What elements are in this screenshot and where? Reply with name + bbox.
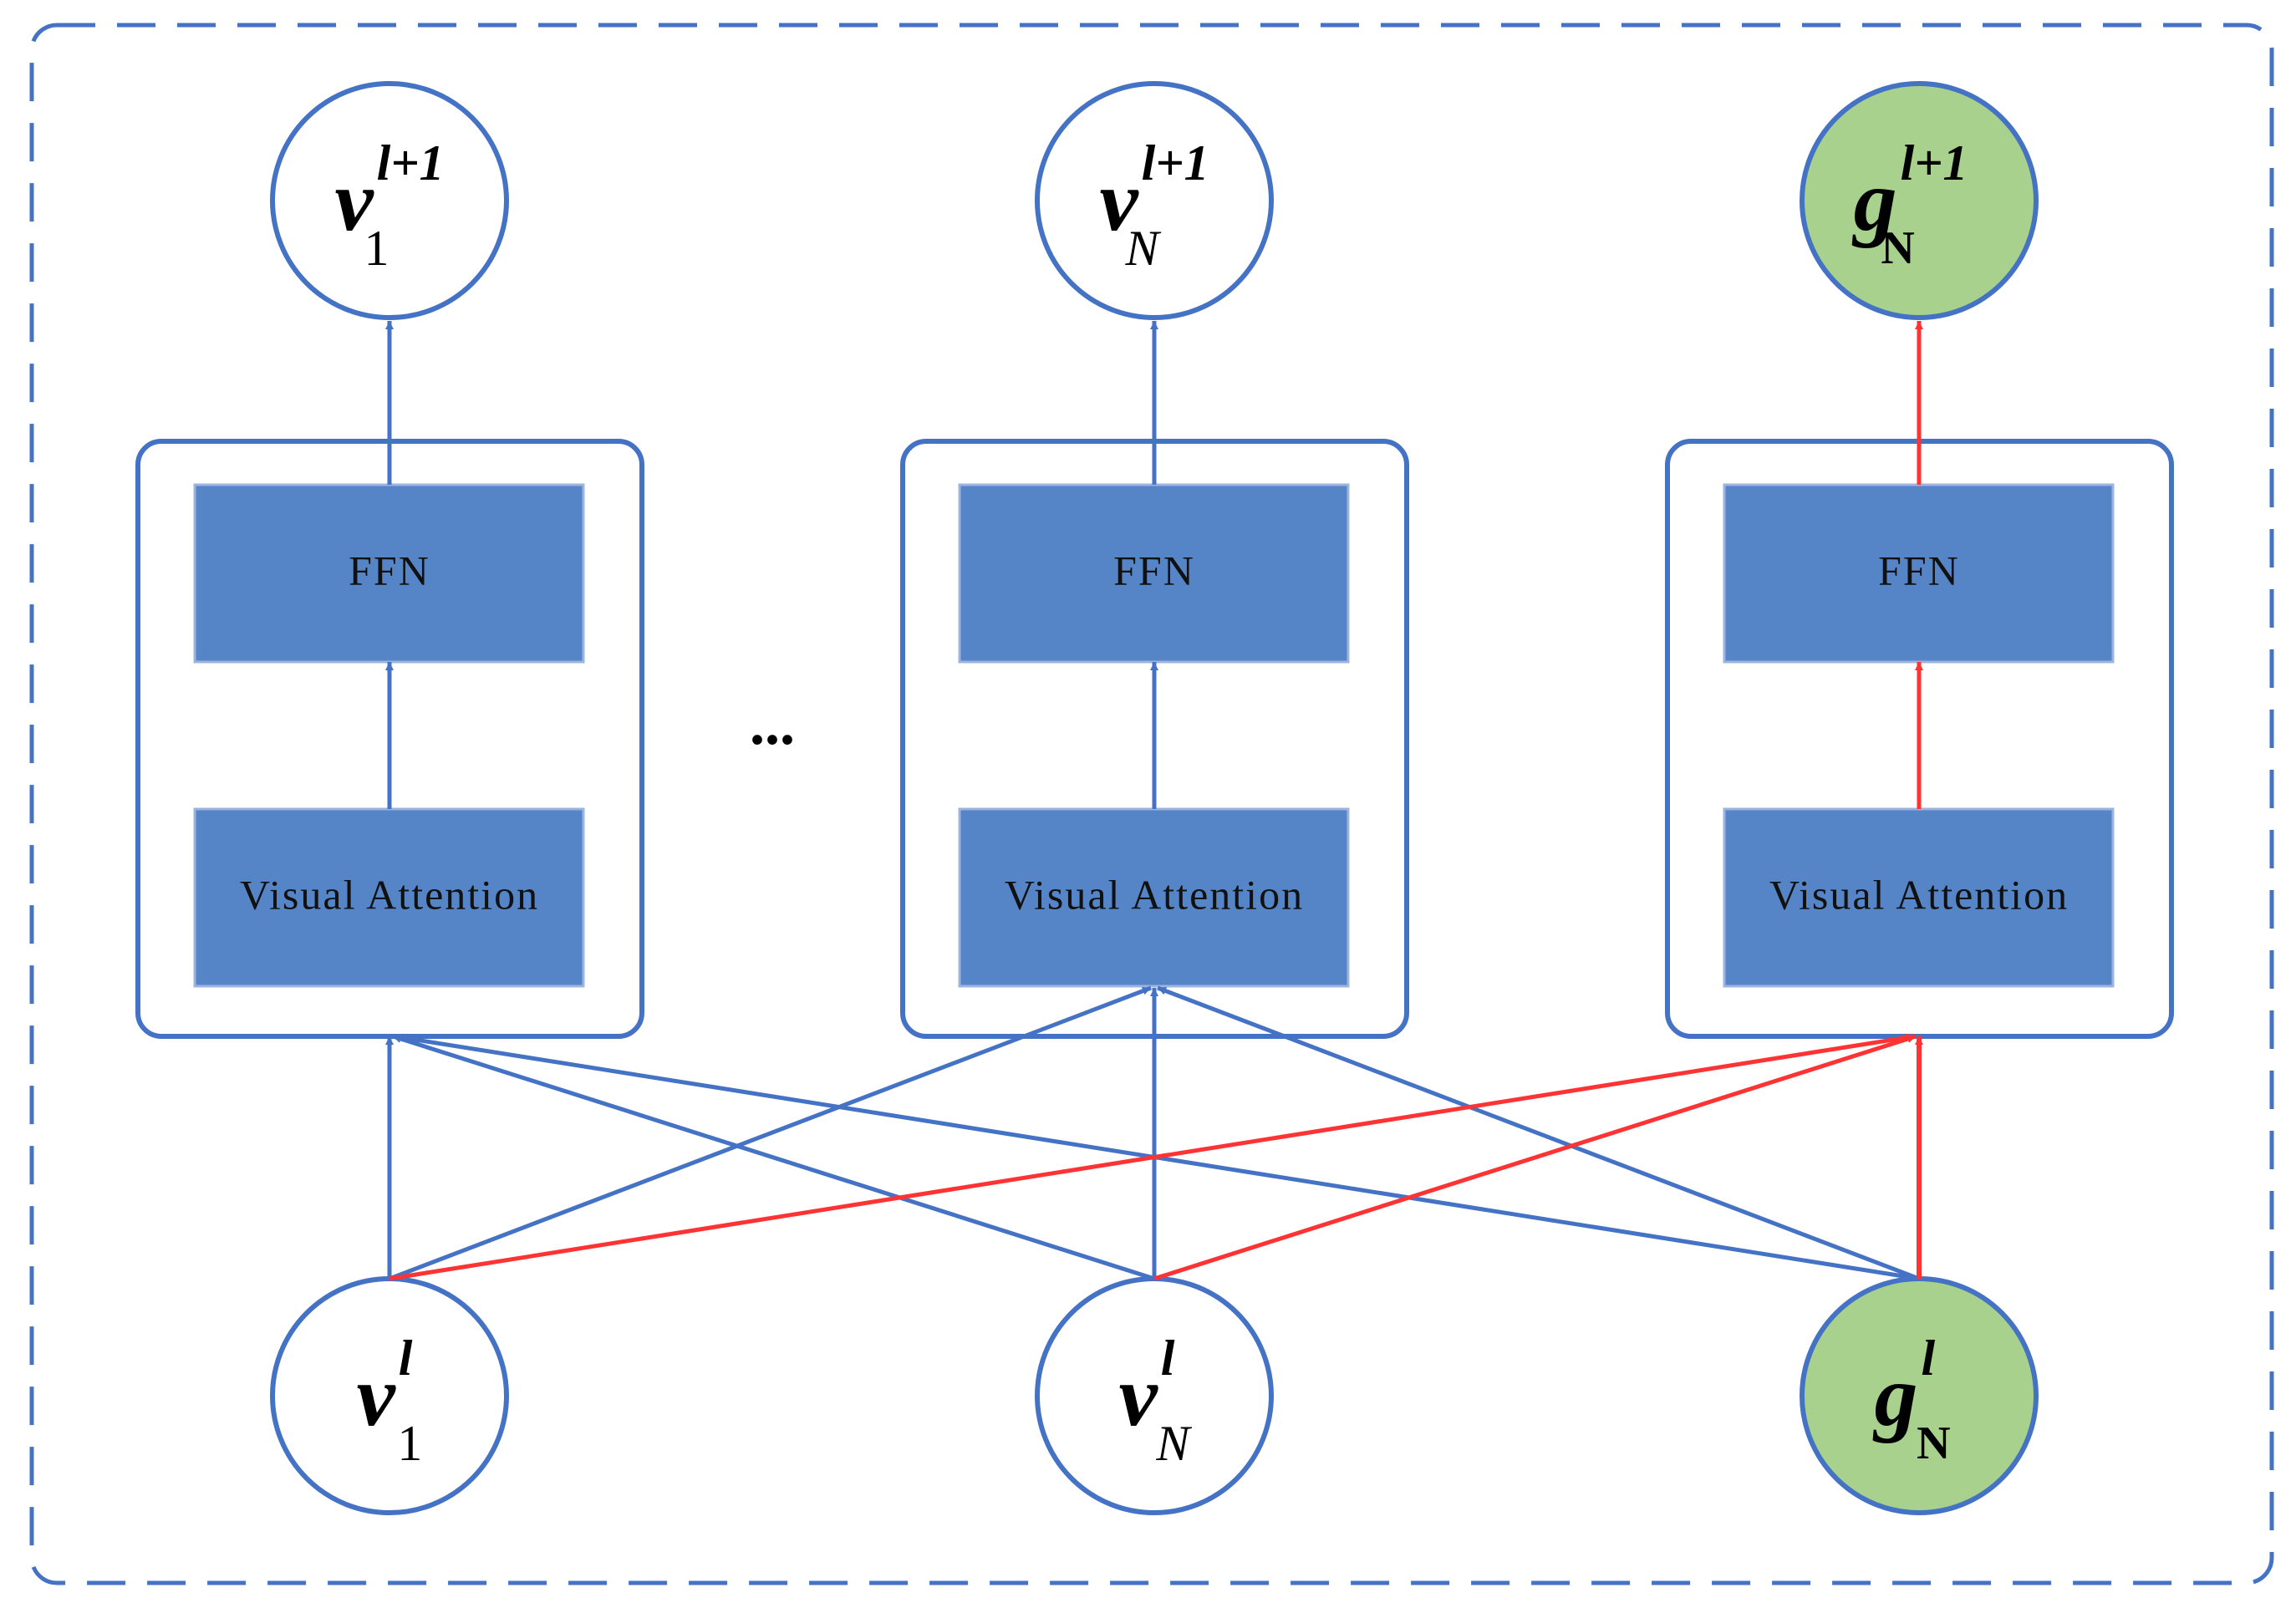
- cross-connections: [385, 985, 1923, 1281]
- visual-attention-label-1: Visual Attention: [240, 871, 539, 918]
- visual-attention-box-3: [1723, 807, 2115, 988]
- outer-dashed-frame: [29, 23, 2274, 1585]
- ellipsis: ...: [750, 690, 795, 757]
- visual-attention-box-1: [193, 807, 585, 988]
- edge-v1-to-block2: [389, 985, 1152, 1281]
- visual-attention-label-3: Visual Attention: [1769, 871, 2069, 918]
- ffn-label-1: FFN: [349, 547, 430, 593]
- ffn-label-3: FFN: [1878, 547, 1960, 593]
- output-node-vN-circle: [1035, 81, 1274, 320]
- ffn-box-2: [958, 483, 1350, 664]
- visual-attention-label-2: Visual Attention: [1005, 871, 1304, 918]
- edge-gN-to-block2: [1157, 985, 1920, 1281]
- edge-vN-to-block3: [1153, 1034, 1917, 1281]
- output-node-gN-circle: [1800, 81, 2039, 320]
- ffn-label-2: FFN: [1113, 547, 1195, 593]
- edge-vN-to-block1: [392, 1034, 1155, 1281]
- ffn-box-1: [193, 483, 585, 664]
- edge-v1-to-block3: [389, 1033, 1915, 1281]
- input-node-gN-circle: [1800, 1276, 2039, 1515]
- output-node-v1-circle: [270, 81, 509, 320]
- visual-attention-box-2: [958, 807, 1350, 988]
